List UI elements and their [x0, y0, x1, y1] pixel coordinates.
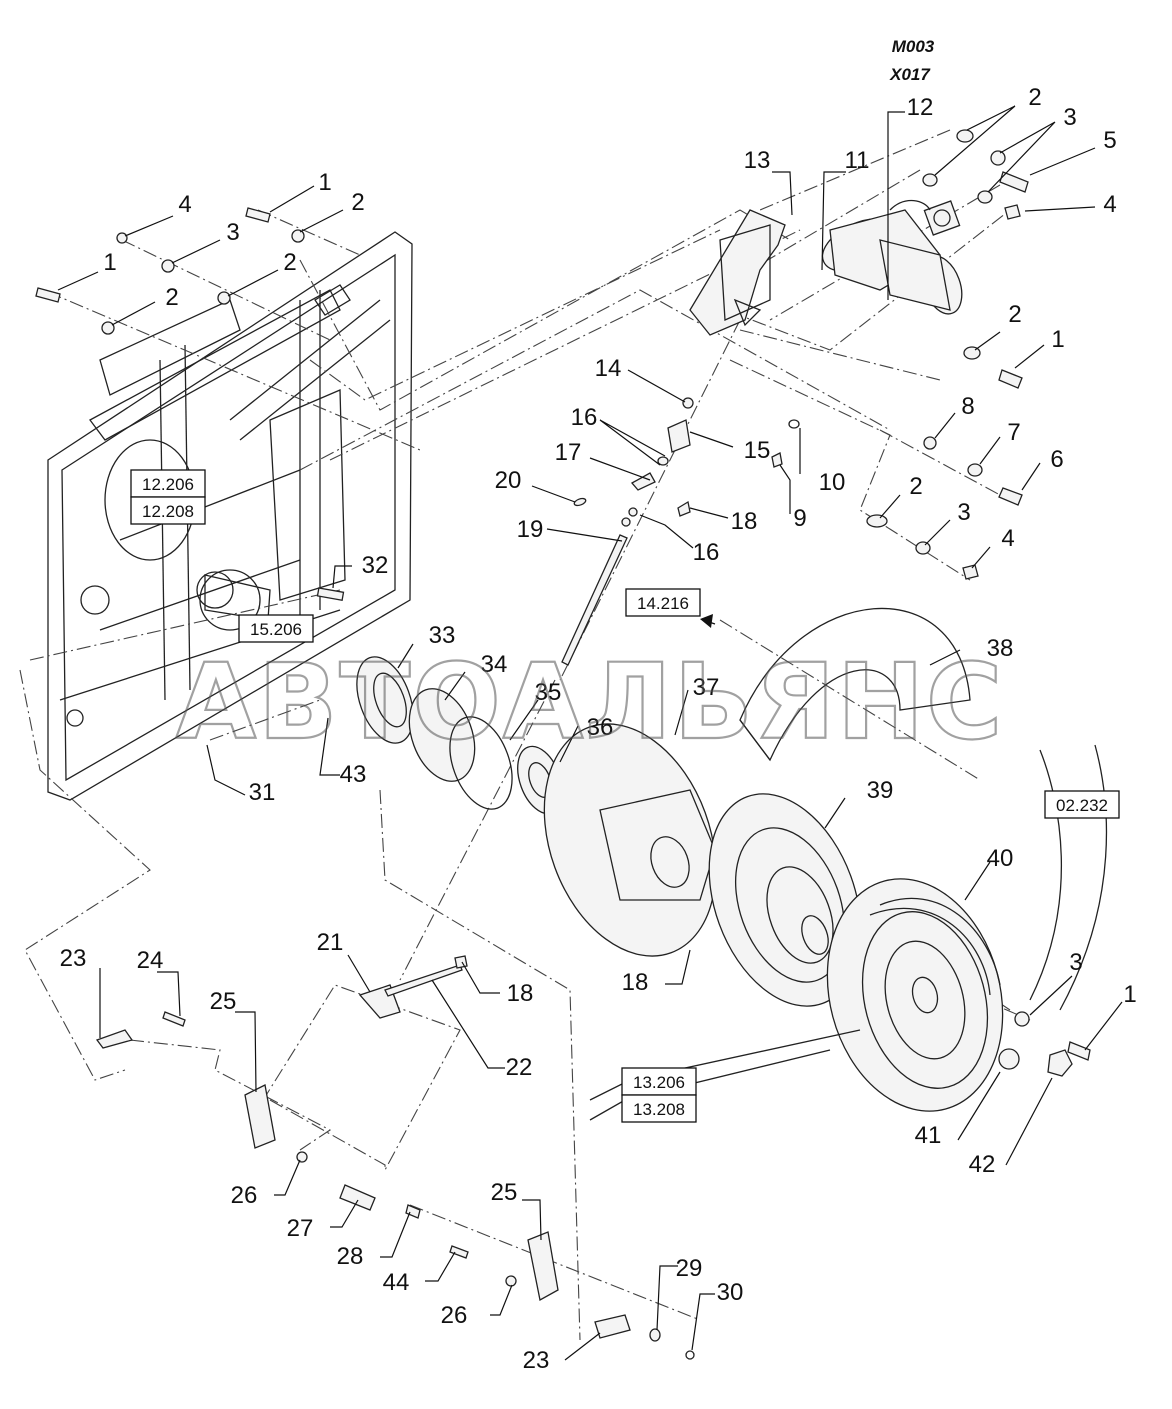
callout-label: 13 [744, 147, 771, 174]
callout-label: 2 [165, 284, 178, 311]
callout-label: 43 [340, 761, 367, 788]
callout-label: 2 [351, 189, 364, 216]
callout-leaders [57, 105, 1123, 1361]
callout-label: 33 [429, 622, 456, 649]
callout-label: 4 [178, 191, 191, 218]
fasteners-upper-left [35, 207, 305, 335]
callout-label: 27 [287, 1215, 314, 1242]
callout-label: 5 [1103, 127, 1116, 154]
callout-label: 7 [1007, 419, 1020, 446]
callout-label: 25 [491, 1179, 518, 1206]
callout-label: 34 [481, 651, 508, 678]
callout-label: 17 [555, 439, 582, 466]
callout-label: 22 [506, 1054, 533, 1081]
callout-label: 12 [907, 94, 934, 121]
callout-label: 19 [517, 516, 544, 543]
callout-label: 28 [337, 1243, 364, 1270]
callout-label: 8 [961, 393, 974, 420]
callout-label: 11 [845, 147, 870, 174]
code-x017: X017 [889, 65, 931, 84]
callout-label: 18 [731, 508, 758, 535]
arrow-head [700, 614, 713, 628]
callout-label: 26 [441, 1302, 468, 1329]
callout-label: 41 [915, 1122, 942, 1149]
ref-box-14216 [625, 588, 701, 617]
callout-label: 14 [595, 355, 622, 382]
ref-box-02232 [1044, 790, 1120, 819]
watermark-text: АВТОАЛЬЯНС [176, 641, 1005, 763]
callout-label: 4 [1001, 525, 1014, 552]
callout-label: 37 [693, 674, 720, 701]
callout-label: 30 [717, 1279, 744, 1306]
callout-numbers: 1 2 4 3 2 1 2 13 11 12 2 3 5 4 2 1 14 16… [60, 84, 1137, 1374]
callout-label: 1 [103, 249, 116, 276]
ref-label-13206: 13.206 [633, 1073, 685, 1092]
callout-label: 31 [249, 779, 276, 806]
callout-label: 2 [909, 473, 922, 500]
callout-label: 25 [210, 988, 237, 1015]
callout-label: 3 [1063, 104, 1076, 131]
callout-label: 10 [819, 469, 846, 496]
callout-label: 40 [987, 845, 1014, 872]
callout-label: 1 [1051, 326, 1064, 353]
callout-label: 20 [495, 467, 522, 494]
callout-label: 1 [318, 169, 331, 196]
callout-label: 18 [622, 969, 649, 996]
ref-label-12208: 12.208 [142, 502, 194, 521]
callout-label: 2 [1028, 84, 1041, 111]
bracket-and-motor [689, 199, 963, 336]
ref-label-15206: 15.206 [250, 620, 302, 639]
callout-label: 3 [957, 499, 970, 526]
callout-label: 16 [693, 539, 720, 566]
fasteners-upper-right [866, 129, 1029, 580]
lower-linkage [95, 955, 695, 1360]
callout-label: 24 [137, 947, 164, 974]
callout-label: 2 [283, 249, 296, 276]
callout-label: 29 [676, 1255, 703, 1282]
ref-box-15206 [238, 614, 314, 643]
callout-label: 36 [587, 714, 614, 741]
callout-label: 1 [1123, 981, 1136, 1008]
callout-label: 9 [793, 505, 806, 532]
callout-label: 32 [362, 552, 389, 579]
callout-label: 6 [1050, 446, 1063, 473]
callout-label: 21 [317, 929, 344, 956]
variator-pulley-group [316, 587, 1108, 1121]
ref-label-02232: 02.232 [1056, 796, 1108, 815]
callout-label: 18 [507, 980, 534, 1007]
adjusting-rod-assembly [561, 397, 800, 666]
ref-label-13208: 13.208 [633, 1100, 685, 1119]
callout-label: 23 [60, 945, 87, 972]
callout-label: 26 [231, 1182, 258, 1209]
reference-boxes: 12.206 12.208 15.206 14.216 02.232 13.20… [130, 469, 1120, 1123]
callout-label: 3 [1069, 949, 1082, 976]
callout-label: 39 [867, 777, 894, 804]
ref-box-12208 [130, 496, 206, 525]
callout-label: 15 [744, 437, 771, 464]
ref-label-12206: 12.206 [142, 475, 194, 494]
ref-box-12206 [130, 469, 206, 498]
callout-label: 3 [226, 219, 239, 246]
callout-label: 4 [1103, 191, 1116, 218]
ref-box-13208 [621, 1094, 697, 1123]
ref-label-14216: 14.216 [637, 594, 689, 613]
code-m003: M003 [892, 37, 935, 56]
callout-label: 44 [383, 1269, 410, 1296]
callout-label: 23 [523, 1347, 550, 1374]
callout-label: 2 [1008, 301, 1021, 328]
callout-label: 38 [987, 635, 1014, 662]
callout-label: 16 [571, 404, 598, 431]
callout-label: 35 [535, 679, 562, 706]
callout-label: 42 [969, 1151, 996, 1178]
